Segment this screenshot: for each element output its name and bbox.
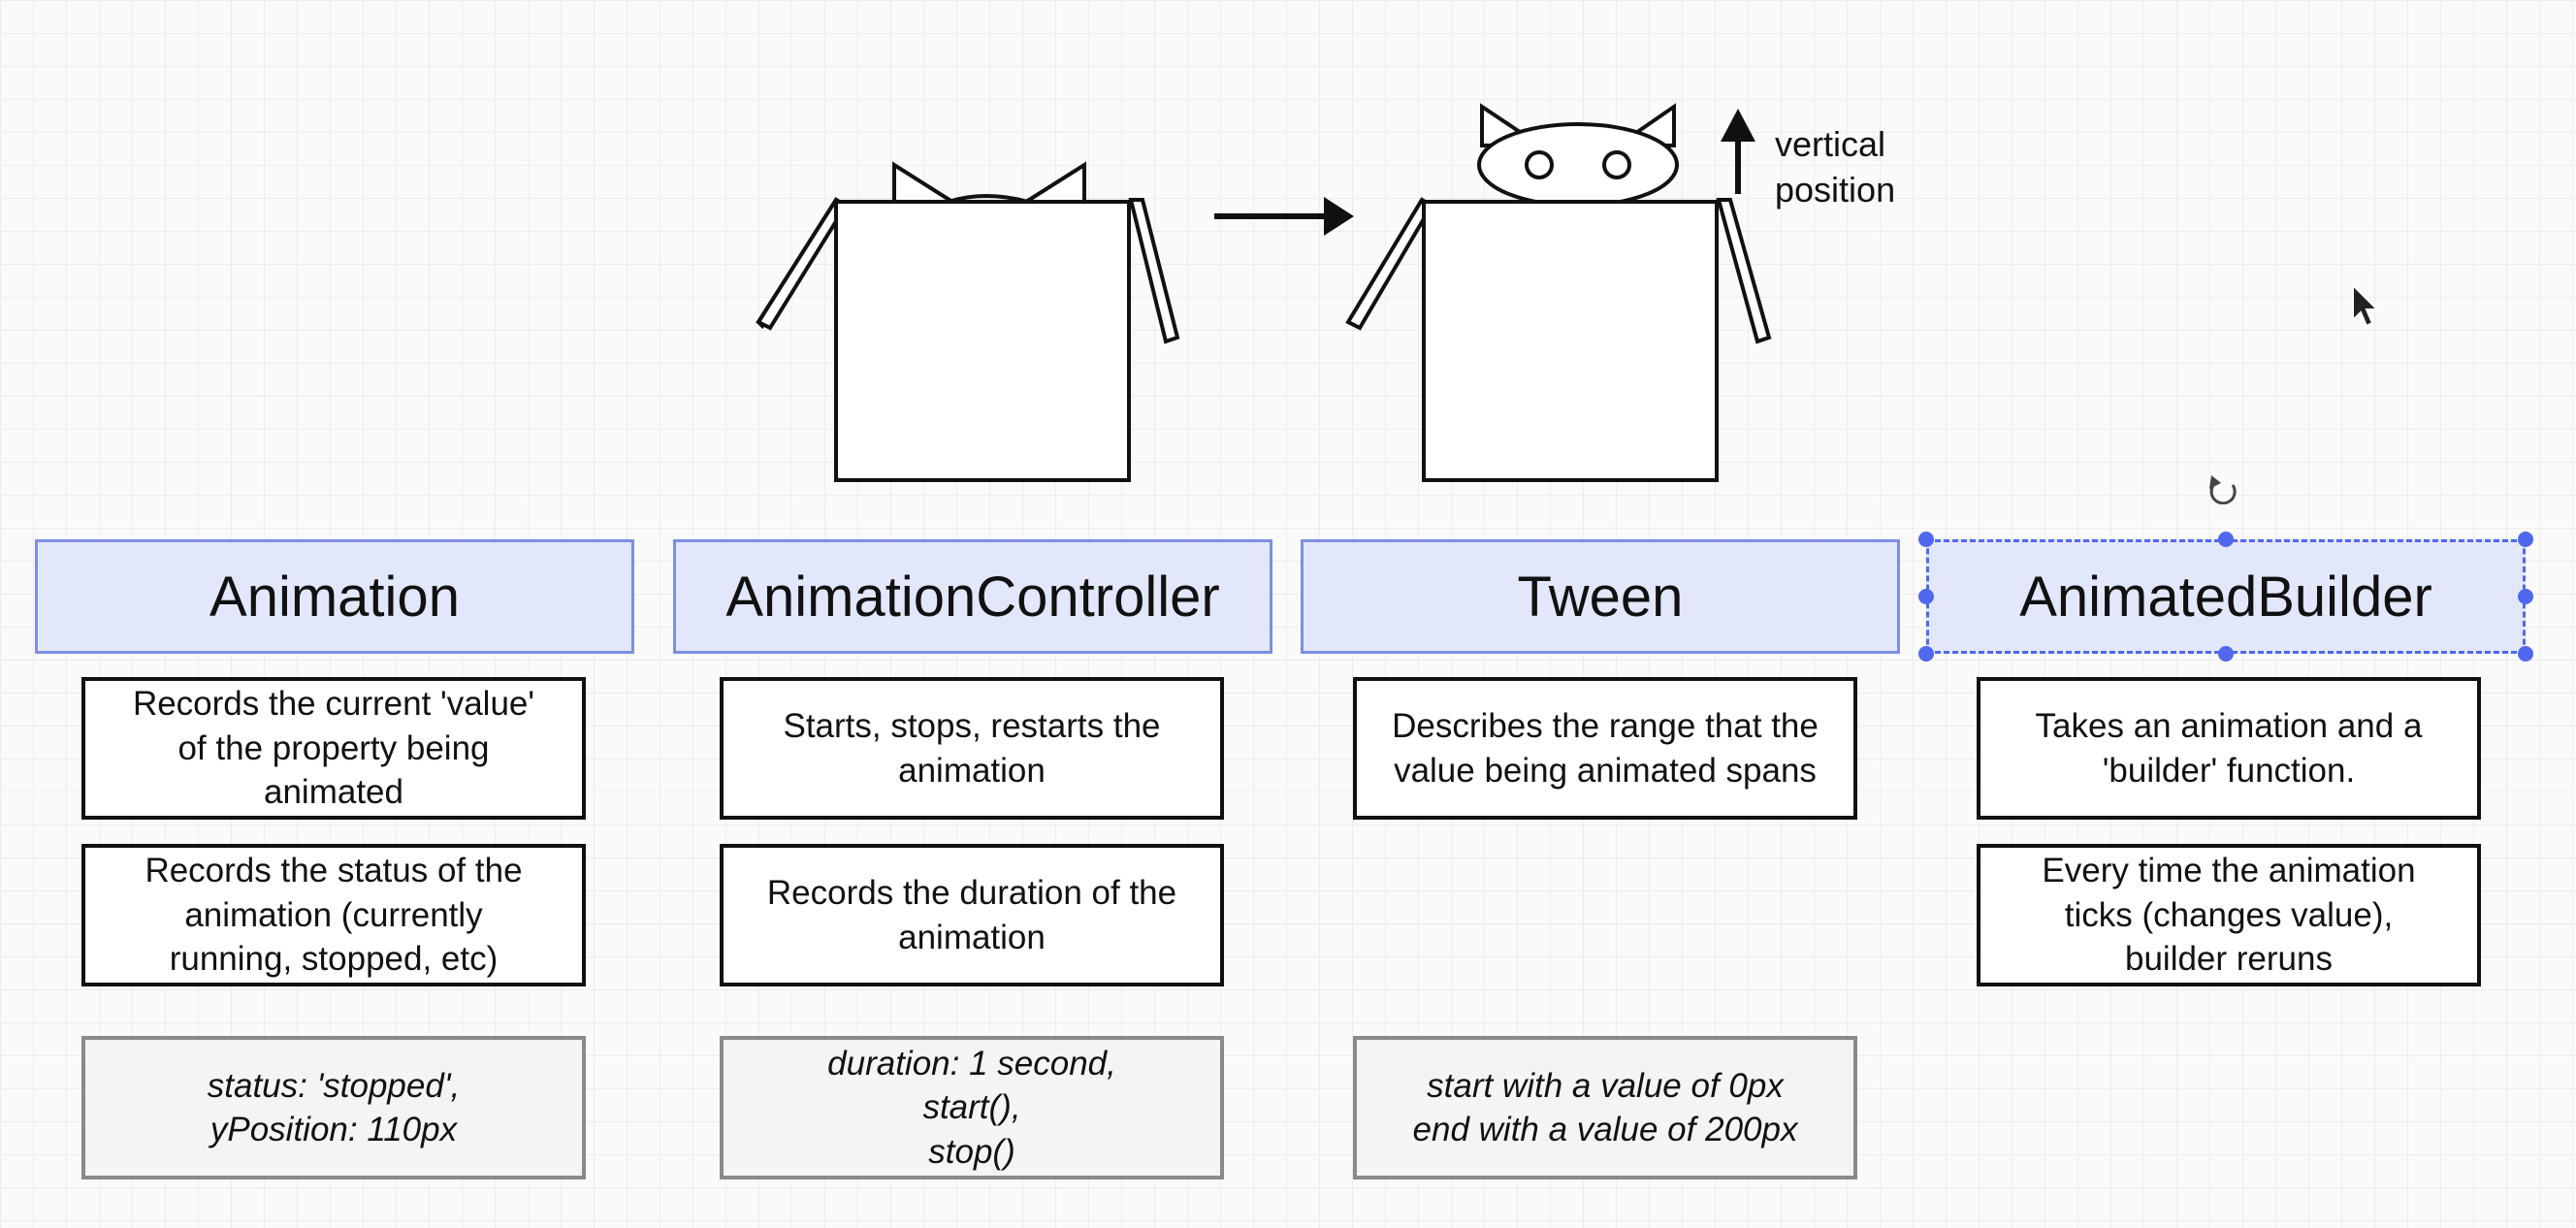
tween-range-box[interactable]: Describes the range that the value being… [1353,677,1857,820]
animation-controller-header[interactable]: AnimationController [673,539,1272,654]
builder-reruns-box[interactable]: Every time the animation ticks (changes … [1977,844,2481,986]
cat-box-after [1345,103,1772,482]
tween-header[interactable]: Tween [1301,539,1900,654]
box-flap-right [1716,198,1772,344]
mouse-cursor-icon [2352,282,2380,328]
builder-takes-animation-box[interactable]: Takes an animation and a 'builder' funct… [1977,677,2481,820]
cat-ear-left [892,161,959,204]
cat-in-box-illustration [756,103,2380,504]
resize-handle[interactable] [1918,532,1934,547]
resize-handle[interactable] [2218,532,2234,547]
resize-handle[interactable] [1918,589,1934,604]
box-flap-left [1345,197,1434,331]
resize-handle[interactable] [2218,646,2234,662]
vertical-position-label: vertical position [1775,124,1896,210]
cat-box-before [756,161,1180,482]
transition-arrow [1214,197,1354,236]
resize-handle[interactable] [1918,646,1934,662]
cat-eye-left [1525,150,1554,179]
cat-head-peek [948,194,1029,204]
animation-status-box[interactable]: Records the status of the animation (cur… [81,844,586,986]
animation-header[interactable]: Animation [35,539,634,654]
animation-example-box[interactable]: status: 'stopped', yPosition: 110px [81,1036,586,1180]
resize-handle[interactable] [2518,589,2533,604]
controller-duration-box[interactable]: Records the duration of the animation [720,844,1224,986]
box-flap-left [756,197,849,331]
box-flap-right [1128,198,1180,344]
animation-value-box[interactable]: Records the current 'value' of the prope… [81,677,586,820]
rotate-handle-icon[interactable] [2209,475,2237,504]
box-body [834,200,1131,482]
cat-ear-right [1019,161,1086,204]
animated-builder-header[interactable]: AnimatedBuilder [1926,539,2526,654]
cat-eye-right [1602,150,1631,179]
controller-start-stop-box[interactable]: Starts, stops, restarts the animation [720,677,1224,820]
tween-example-box[interactable]: start with a value of 0px end with a val… [1353,1036,1857,1180]
cat-head [1477,122,1679,208]
resize-handle[interactable] [2518,532,2533,547]
vertical-arrow-icon [1721,109,1755,194]
resize-handle[interactable] [2518,646,2533,662]
controller-example-box[interactable]: duration: 1 second, start(), stop() [720,1036,1224,1180]
box-body [1422,200,1719,482]
